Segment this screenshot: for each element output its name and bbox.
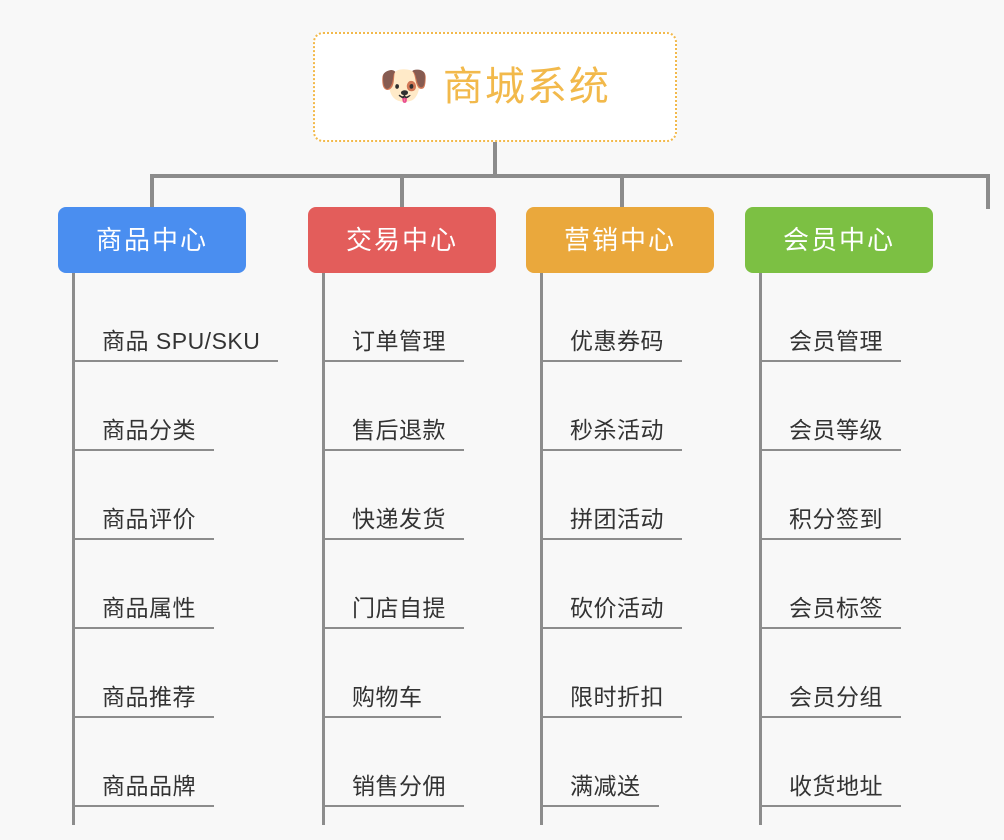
list-item[interactable]: 秒杀活动: [526, 362, 714, 451]
sub-item-label: 商品分类: [102, 416, 196, 443]
list-item[interactable]: 拼团活动: [526, 451, 714, 540]
sub-item-label: 会员等级: [789, 416, 883, 443]
sub-item-label: 售后退款: [352, 416, 446, 443]
category-header-product[interactable]: 商品中心: [58, 207, 246, 273]
sub-item-label: 积分签到: [789, 505, 883, 532]
column-rail: [759, 273, 762, 825]
sub-item-label: 商品推荐: [102, 683, 196, 710]
list-item[interactable]: 满减送: [526, 718, 714, 807]
category-title: 商品中心: [95, 225, 208, 255]
connector-horizontal-bus: [150, 174, 990, 178]
sub-item-label: 收货地址: [789, 772, 883, 799]
sub-item-list: 订单管理 售后退款 快递发货 门店自提 购物车 销售分佣: [308, 273, 496, 807]
sub-item-label: 砍价活动: [570, 594, 664, 621]
list-item[interactable]: 商品品牌: [58, 718, 246, 807]
list-item[interactable]: 商品属性: [58, 540, 246, 629]
list-item[interactable]: 收货地址: [745, 718, 933, 807]
sub-item-label: 会员标签: [789, 594, 883, 621]
column-trade: 交易中心 订单管理 售后退款 快递发货 门店自提 购物车 销售分佣: [308, 207, 496, 825]
sub-item-label: 优惠券码: [570, 327, 664, 354]
connector-drop-trade: [400, 174, 404, 209]
column-rail: [72, 273, 75, 825]
list-item[interactable]: 购物车: [308, 629, 496, 718]
category-title: 交易中心: [345, 225, 458, 255]
list-item[interactable]: 商品推荐: [58, 629, 246, 718]
sub-item-list: 商品 SPU/SKU 商品分类 商品评价 商品属性 商品推荐 商品品牌: [58, 273, 279, 807]
dog-face-icon: 🐶: [379, 64, 429, 108]
column-product: 商品中心 商品 SPU/SKU 商品分类 商品评价 商品属性 商品推荐 商品品牌: [58, 207, 279, 825]
list-item[interactable]: 砍价活动: [526, 540, 714, 629]
root-node[interactable]: 🐶 商城系统: [313, 32, 677, 142]
sub-item-list: 优惠券码 秒杀活动 拼团活动 砍价活动 限时折扣 满减送: [526, 273, 714, 807]
list-item[interactable]: 商品 SPU/SKU: [58, 273, 279, 362]
list-item[interactable]: 快递发货: [308, 451, 496, 540]
list-item[interactable]: 门店自提: [308, 540, 496, 629]
connector-root-stem: [493, 142, 497, 178]
sub-item-label: 购物车: [352, 683, 423, 710]
list-item[interactable]: 积分签到: [745, 451, 933, 540]
connector-drop-marketing: [620, 174, 624, 209]
connector-drop-member: [986, 174, 990, 209]
list-item[interactable]: 售后退款: [308, 362, 496, 451]
sub-item-label: 销售分佣: [352, 772, 446, 799]
sub-item-label: 会员管理: [789, 327, 883, 354]
column-rail: [540, 273, 543, 825]
list-item[interactable]: 会员等级: [745, 362, 933, 451]
sub-item-label: 商品属性: [102, 594, 196, 621]
category-header-marketing[interactable]: 营销中心: [526, 207, 714, 273]
sub-item-list: 会员管理 会员等级 积分签到 会员标签 会员分组 收货地址: [745, 273, 933, 807]
sub-item-label: 秒杀活动: [570, 416, 664, 443]
column-marketing: 营销中心 优惠券码 秒杀活动 拼团活动 砍价活动 限时折扣 满减送: [526, 207, 714, 825]
list-item[interactable]: 商品评价: [58, 451, 246, 540]
sub-item-label: 限时折扣: [570, 683, 664, 710]
sub-item-label: 订单管理: [352, 327, 446, 354]
list-item[interactable]: 销售分佣: [308, 718, 496, 807]
column-member: 会员中心 会员管理 会员等级 积分签到 会员标签 会员分组 收货地址: [745, 207, 933, 825]
category-title: 营销中心: [563, 225, 676, 255]
sub-item-label: 会员分组: [789, 683, 883, 710]
sub-item-label: 拼团活动: [570, 505, 664, 532]
sub-item-label: 商品 SPU/SKU: [102, 327, 261, 354]
sub-item-label: 门店自提: [352, 594, 446, 621]
list-item[interactable]: 订单管理: [308, 273, 496, 362]
list-item[interactable]: 会员分组: [745, 629, 933, 718]
root-title: 商城系统: [442, 65, 611, 109]
list-item[interactable]: 商品分类: [58, 362, 246, 451]
category-header-member[interactable]: 会员中心: [745, 207, 933, 273]
category-header-trade[interactable]: 交易中心: [308, 207, 496, 273]
list-item[interactable]: 会员管理: [745, 273, 933, 362]
category-title: 会员中心: [782, 225, 895, 255]
column-rail: [322, 273, 325, 825]
sub-item-label: 商品评价: [102, 505, 196, 532]
list-item[interactable]: 限时折扣: [526, 629, 714, 718]
connector-drop-product: [150, 174, 154, 209]
sub-item-label: 快递发货: [352, 505, 446, 532]
sub-item-label: 商品品牌: [102, 772, 196, 799]
list-item[interactable]: 优惠券码: [526, 273, 714, 362]
sub-item-label: 满减送: [570, 772, 641, 799]
list-item[interactable]: 会员标签: [745, 540, 933, 629]
